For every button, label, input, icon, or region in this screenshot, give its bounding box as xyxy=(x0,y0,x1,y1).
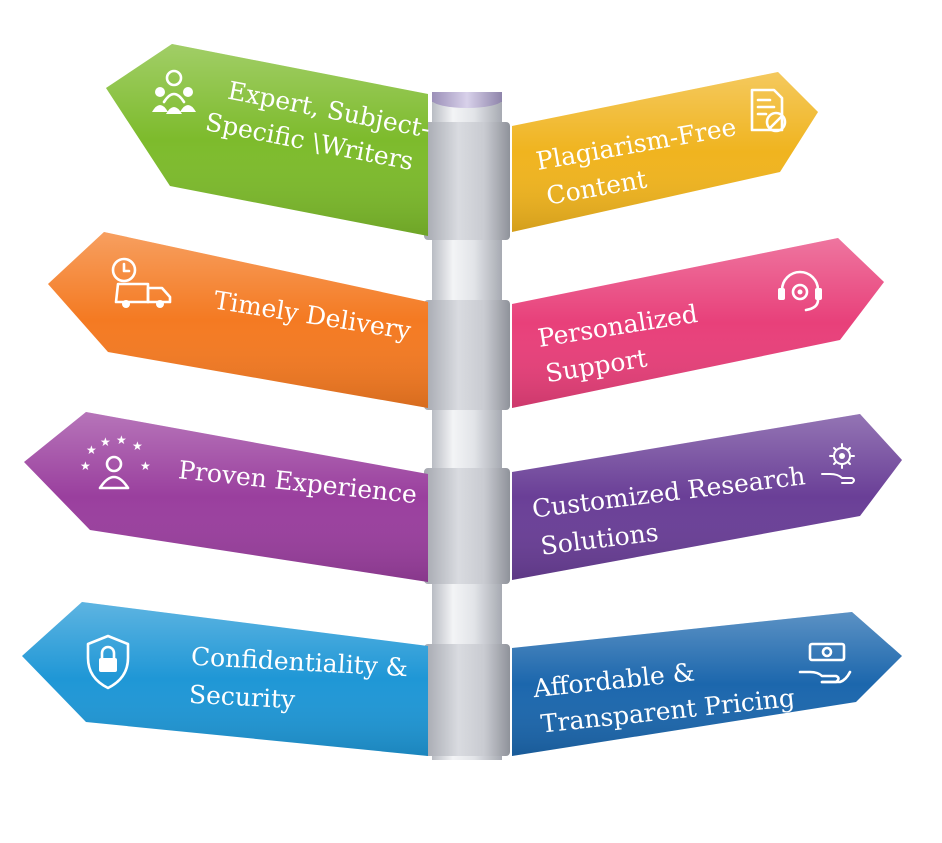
sign-expert-writers: Expert, Subject- Specific \Writers xyxy=(106,44,433,236)
svg-text:★: ★ xyxy=(86,443,97,457)
svg-text:★: ★ xyxy=(80,459,91,473)
person-stars-icon: ★ ★ ★ ★ ★ ★ xyxy=(80,433,151,490)
sign-label-line2: Security xyxy=(188,680,296,715)
sign-affordable-pricing: Affordable & Transparent Pricing xyxy=(512,612,902,756)
sign-confidentiality: Confidentiality & Security xyxy=(22,602,428,756)
support-headset-icon xyxy=(778,270,822,312)
sign-customized-research: Customized Research Solutions xyxy=(512,414,902,580)
writers-group-icon xyxy=(152,69,196,114)
svg-text:★: ★ xyxy=(132,439,143,453)
svg-text:★: ★ xyxy=(140,459,151,473)
pole-brackets xyxy=(424,122,510,756)
sign-plagiarism-free: Plagiarism-Free Content xyxy=(512,72,818,232)
gear-hand-icon xyxy=(821,443,855,484)
sign-proven-experience: ★ ★ ★ ★ ★ ★ Proven Experience xyxy=(24,412,428,582)
svg-text:★: ★ xyxy=(116,433,127,447)
svg-text:★: ★ xyxy=(100,435,111,449)
delivery-truck-clock-icon xyxy=(111,257,172,308)
shield-lock-icon xyxy=(86,634,130,690)
sign-timely-delivery: Timely Delivery xyxy=(48,232,428,408)
sign-personalized-support: Personalized Support xyxy=(512,238,884,408)
money-hand-icon xyxy=(798,642,852,684)
document-check-icon xyxy=(750,88,787,133)
